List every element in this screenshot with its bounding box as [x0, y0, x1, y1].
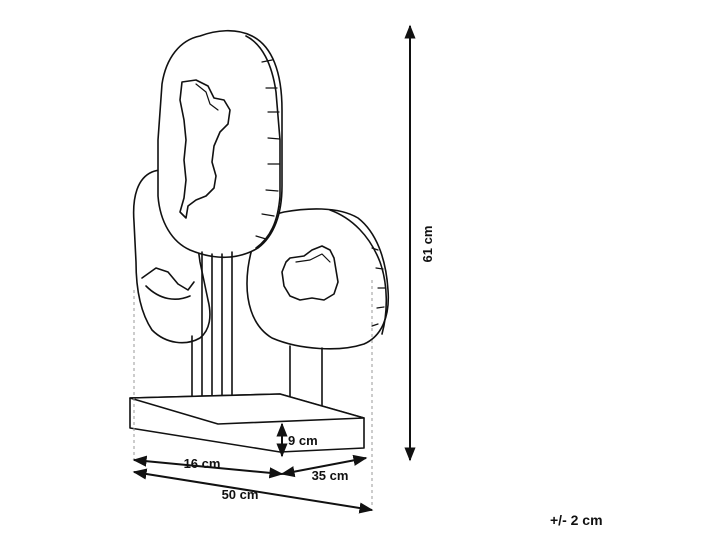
tolerance-label: +/- 2 cm — [550, 512, 603, 528]
dimension-arrows — [132, 24, 416, 514]
base-height-label: 9 cm — [288, 433, 318, 448]
right-slab — [246, 208, 390, 350]
main-slab — [157, 29, 283, 259]
width-label: 50 cm — [222, 487, 259, 502]
guide-lines — [133, 280, 373, 508]
width-arrow — [132, 468, 374, 514]
depth-label: 16 cm — [184, 456, 221, 471]
height-label: 61 cm — [420, 226, 435, 263]
support-rods — [191, 251, 323, 415]
side-label: 35 cm — [312, 468, 349, 483]
sculpture — [129, 29, 390, 453]
base-block — [129, 393, 365, 453]
